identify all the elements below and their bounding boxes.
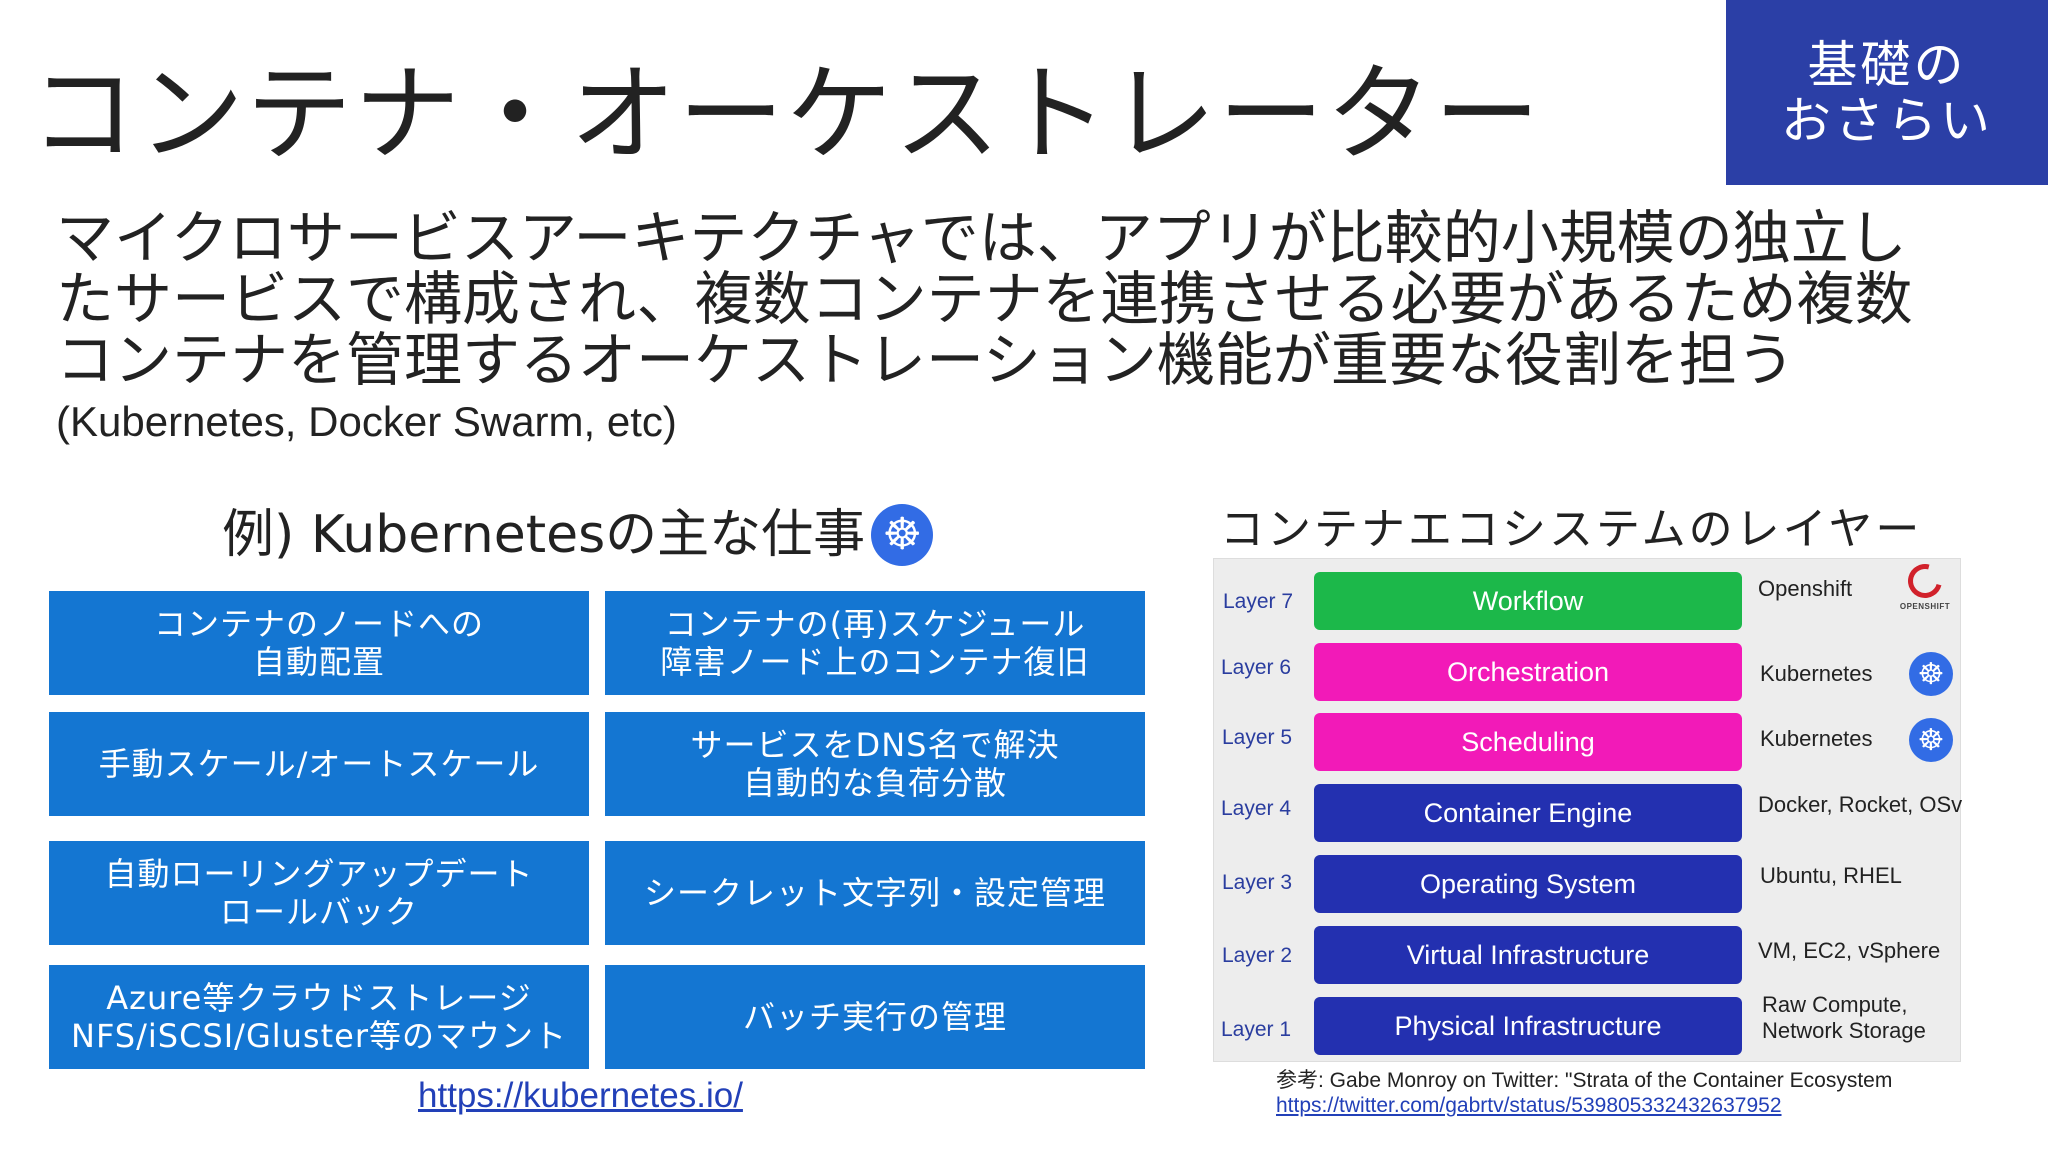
layer-tech: Openshift [1758, 576, 1853, 601]
layer-tech-line: Network Storage [1762, 1018, 1926, 1043]
lead-line-2: たサービスで構成され、複数コンテナを連携させる必要があるため複数 [56, 265, 1913, 333]
layer-bar-operating-system: Operating System [1314, 855, 1742, 913]
layer-bar-workflow: Workflow [1314, 572, 1742, 630]
task-line: サービスをDNS名で解決 [690, 726, 1060, 764]
layer-label: Layer 1 [1221, 1018, 1292, 1041]
layer-label: Layer 2 [1222, 944, 1293, 967]
task-dns-load-balancing: サービスをDNS名で解決 自動的な負荷分散 [605, 712, 1145, 816]
badge-line-1: 基礎の [1807, 35, 1967, 94]
openshift-ring-icon [1901, 557, 1949, 605]
lead-examples: (Kubernetes, Docker Swarm, etc) [56, 398, 677, 445]
layer-tech: Kubernetes [1760, 661, 1873, 686]
layer-tech-line: Raw Compute, [1762, 992, 1908, 1017]
layer-bar-virtual-infrastructure: Virtual Infrastructure [1314, 926, 1742, 984]
layer-bar-orchestration: Orchestration [1314, 643, 1742, 701]
task-auto-placement: コンテナのノードへの 自動配置 [49, 591, 589, 695]
task-rolling-update: 自動ローリングアップデート ロールバック [49, 841, 589, 945]
reference-text: 参考: Gabe Monroy on Twitter: "Strata of t… [1276, 1069, 1893, 1092]
kubernetes-icon: ☸ [871, 504, 934, 566]
layer-tech: Kubernetes [1760, 726, 1873, 751]
task-line: シークレット文字列・設定管理 [643, 874, 1106, 912]
layer-label: Layer 7 [1223, 590, 1294, 613]
layer-label: Layer 6 [1221, 656, 1292, 679]
slide-title: コンテナ・オーケストレーター [30, 53, 1542, 176]
openshift-wordmark: OPENSHIFT [1899, 602, 1951, 611]
reference-link[interactable]: https://twitter.com/gabrtv/status/539805… [1276, 1094, 1782, 1117]
task-line: 自動配置 [252, 643, 385, 681]
layer-label: Layer 3 [1222, 871, 1293, 894]
kubernetes-title-text: 例) Kubernetesの主な仕事 [222, 505, 866, 565]
lead-line-1: マイクロサービスアーキテクチャでは、アプリが比較的小規模の独立し [56, 204, 1907, 272]
task-line: コンテナのノードへの [153, 605, 484, 643]
badge-line-2: おさらい [1781, 91, 1993, 150]
layer-tech: Raw Compute, Network Storage [1762, 992, 1926, 1044]
kubernetes-icon: ☸ [1909, 718, 1953, 762]
task-line: 手動スケール/オートスケール [98, 745, 540, 783]
task-line: 障害ノード上のコンテナ復旧 [660, 643, 1090, 681]
task-line: バッチ実行の管理 [742, 998, 1007, 1036]
task-scaling: 手動スケール/オートスケール [49, 712, 589, 816]
task-storage-mount: Azure等クラウドストレージ NFS/iSCSI/Gluster等のマウント [49, 965, 589, 1069]
basics-badge: 基礎の おさらい [1726, 0, 2048, 185]
layer-label: Layer 5 [1222, 726, 1293, 749]
task-batch-execution: バッチ実行の管理 [605, 965, 1145, 1069]
task-secret-config: シークレット文字列・設定管理 [605, 841, 1145, 945]
layer-tech: Ubuntu, RHEL [1760, 863, 1902, 888]
layer-label: Layer 4 [1221, 797, 1292, 820]
layer-bar-scheduling: Scheduling [1314, 713, 1742, 771]
ecosystem-title: コンテナエコシステムのレイヤー [1220, 504, 1923, 555]
task-line: ロールバック [219, 893, 418, 931]
openshift-icon: OPENSHIFT [1899, 557, 1951, 620]
lead-line-3: コンテナを管理するオーケストレーション機能が重要な役割を担う [56, 326, 1795, 394]
task-rescheduling: コンテナの(再)スケジュール 障害ノード上のコンテナ復旧 [605, 591, 1145, 695]
layer-bar-container-engine: Container Engine [1314, 784, 1742, 842]
task-line: Azure等クラウドストレージ [106, 979, 532, 1017]
layer-tech: Docker, Rocket, OSv [1758, 792, 1963, 817]
kubernetes-icon: ☸ [1909, 652, 1953, 696]
lead-paragraph: マイクロサービスアーキテクチャでは、アプリが比較的小規模の独立し たサービスで構… [56, 208, 1956, 391]
kubernetes-section-title: 例) Kubernetesの主な仕事 ☸ [222, 500, 934, 570]
task-line: 自動的な負荷分散 [742, 764, 1007, 802]
task-line: コンテナの(再)スケジュール [664, 605, 1086, 643]
kubernetes-link[interactable]: https://kubernetes.io/ [418, 1076, 743, 1115]
layer-tech: VM, EC2, vSphere [1758, 938, 1941, 963]
layer-bar-physical-infrastructure: Physical Infrastructure [1314, 997, 1742, 1055]
task-line: 自動ローリングアップデート [104, 855, 534, 893]
task-line: NFS/iSCSI/Gluster等のマウント [71, 1017, 567, 1055]
